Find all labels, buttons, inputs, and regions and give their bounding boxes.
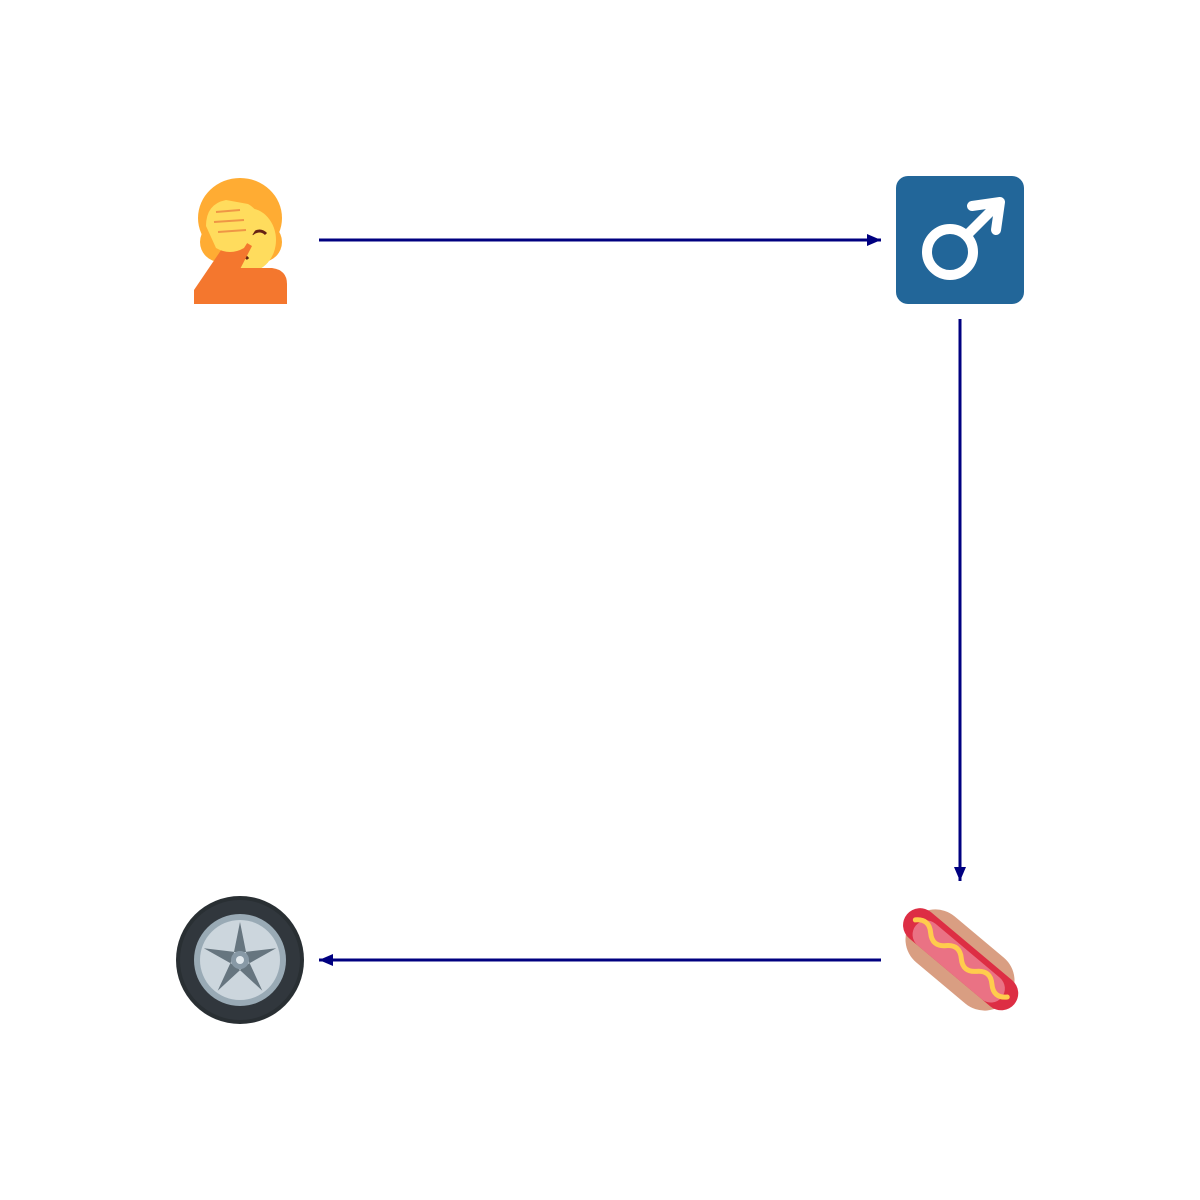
male-sign-icon	[896, 176, 1024, 304]
wheel-icon	[176, 896, 304, 1024]
hot-dog-icon	[903, 908, 1019, 1011]
person-facepalming-icon	[194, 178, 287, 304]
